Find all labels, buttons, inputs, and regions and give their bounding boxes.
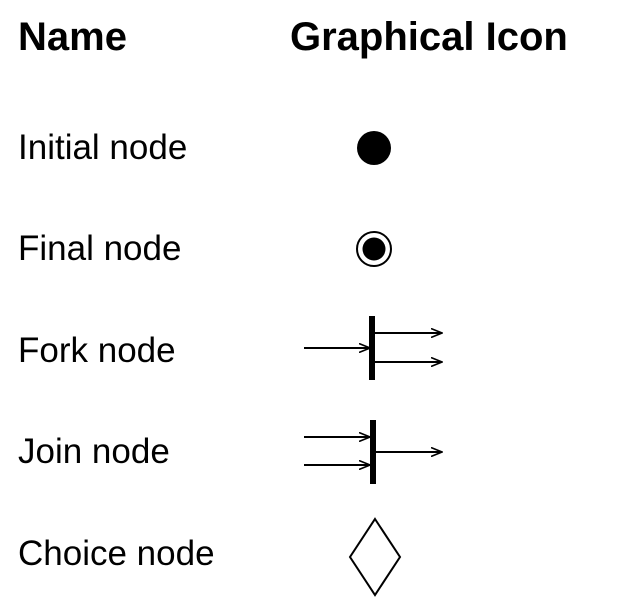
diamond-icon [348,517,402,597]
row-label-final-node: Final node [18,229,182,268]
row-label-fork-node: Fork node [18,331,176,370]
filled-circle-icon [357,131,391,165]
fork-bar-icon [304,316,442,380]
bullseye-icon [356,231,392,267]
row-label-choice-node: Choice node [18,534,215,573]
name-column-header: Name [18,15,127,59]
graphical-icon-column-header: Graphical Icon [290,15,568,59]
row-label-join-node: Join node [18,432,170,471]
join-bar-icon [304,420,442,484]
row-label-initial-node: Initial node [18,128,188,167]
